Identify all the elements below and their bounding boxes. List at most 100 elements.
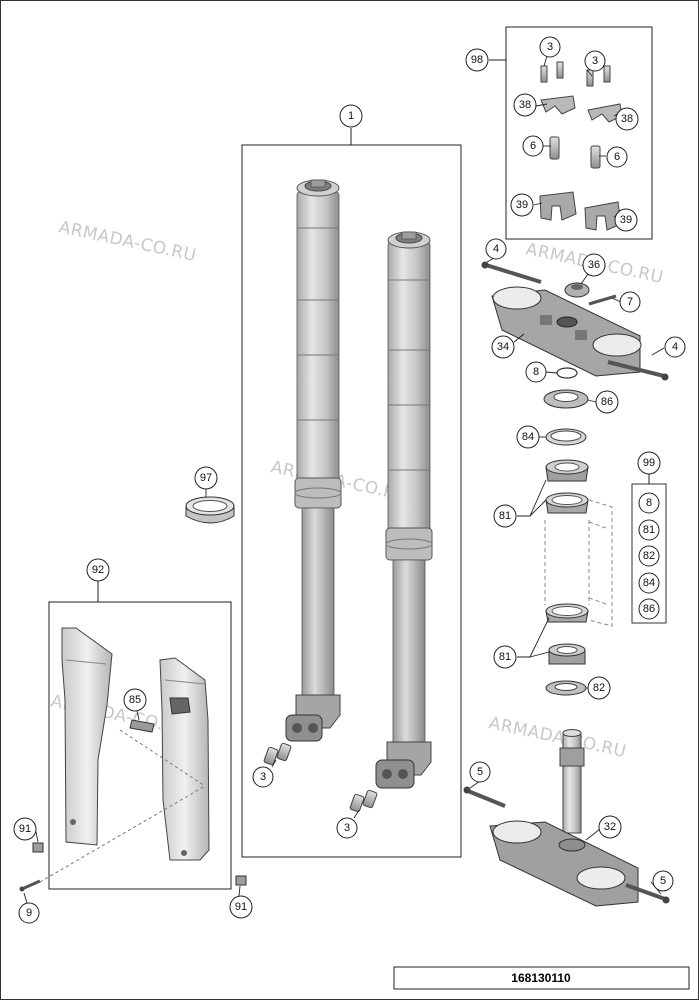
svg-text:84: 84 — [522, 431, 534, 443]
watermarks: ARMADA-CO.RU ARMADA-CO.RU ARMADA-CO.RU A… — [49, 217, 665, 762]
svg-text:82: 82 — [593, 682, 605, 694]
kit-item-8: 8 — [638, 492, 660, 514]
callout-97: 97 — [194, 466, 218, 490]
callout-5: 5 — [469, 761, 491, 783]
svg-text:8: 8 — [646, 497, 652, 509]
dashed-line — [119, 729, 206, 787]
svg-text:81: 81 — [643, 524, 655, 536]
callout-91: 91 — [229, 895, 253, 919]
clamp-screws-left — [263, 742, 292, 766]
svg-text:85: 85 — [129, 694, 141, 706]
svg-text:5: 5 — [660, 875, 666, 887]
lower-bearing — [545, 603, 589, 665]
watermark-text: ARMADA-CO.RU — [487, 713, 628, 762]
head-tube-outline — [544, 499, 613, 627]
guard-screws — [19, 842, 247, 892]
seal-ring-84 — [545, 428, 587, 446]
callout-5: 5 — [652, 870, 674, 892]
kit-item-86: 86 — [638, 598, 660, 620]
lower-clamp-bolts — [463, 786, 670, 904]
svg-text:32: 32 — [604, 821, 616, 833]
fork-leg-right — [375, 231, 433, 789]
callout-4: 4 — [485, 238, 507, 260]
svg-text:99: 99 — [643, 457, 655, 469]
callout-3: 3 — [539, 36, 561, 58]
callout-81: 81 — [493, 645, 517, 669]
clamp-screws-right — [349, 789, 378, 813]
svg-text:4: 4 — [493, 243, 499, 255]
svg-text:36: 36 — [588, 259, 600, 271]
callout-38: 38 — [615, 107, 639, 131]
callout-6: 6 — [522, 135, 544, 157]
leader-lines — [23, 55, 665, 904]
handlebar-clamp-parts — [539, 61, 623, 231]
callout-99: 99 — [637, 451, 661, 475]
callout-36: 36 — [582, 253, 606, 277]
svg-text:1: 1 — [348, 110, 354, 122]
kit-item-81: 81 — [638, 519, 660, 541]
fork-guard-box — [48, 601, 232, 890]
svg-text:81: 81 — [499, 651, 511, 663]
top-nut — [564, 282, 590, 298]
lower-triple-clamp — [489, 729, 639, 907]
callout-39: 39 — [614, 208, 638, 232]
document-number: 168130110 — [511, 971, 571, 985]
svg-text:3: 3 — [592, 55, 598, 67]
svg-text:6: 6 — [614, 151, 620, 163]
callout-1: 1 — [339, 104, 363, 128]
handlebar-clamp-box — [505, 26, 653, 240]
svg-text:9: 9 — [26, 907, 32, 919]
fork-guard-left — [61, 627, 113, 846]
svg-text:91: 91 — [235, 901, 247, 913]
svg-text:86: 86 — [601, 396, 613, 408]
svg-text:34: 34 — [497, 341, 509, 353]
dust-seal-86 — [543, 389, 589, 409]
svg-text:91: 91 — [19, 823, 31, 835]
kit-item-82: 82 — [638, 545, 660, 567]
svg-text:39: 39 — [516, 199, 528, 211]
svg-text:3: 3 — [547, 41, 553, 53]
callout-84: 84 — [516, 425, 540, 449]
callout-32: 32 — [598, 815, 622, 839]
callout-91: 91 — [13, 817, 37, 841]
svg-text:7: 7 — [627, 296, 633, 308]
svg-text:4: 4 — [672, 341, 678, 353]
svg-text:92: 92 — [92, 564, 104, 576]
callout-3: 3 — [252, 766, 274, 788]
svg-text:82: 82 — [643, 550, 655, 562]
o-ring — [556, 367, 578, 379]
lower-seal-82 — [545, 680, 587, 696]
kit-item-84: 84 — [638, 572, 660, 594]
callout-98: 98 — [465, 48, 489, 72]
svg-text:5: 5 — [477, 766, 483, 778]
callout-86: 86 — [595, 390, 619, 414]
dashed-line — [39, 785, 206, 883]
fork-leg-left — [285, 179, 342, 742]
svg-text:3: 3 — [344, 822, 350, 834]
callout-9: 9 — [18, 902, 40, 924]
svg-text:38: 38 — [621, 113, 633, 125]
guard-bracket-85 — [129, 719, 155, 733]
document-id-box: 168130110 — [393, 966, 690, 990]
callout-7: 7 — [619, 291, 641, 313]
callout-34: 34 — [491, 335, 515, 359]
svg-text:97: 97 — [200, 472, 212, 484]
callout-3: 3 — [336, 817, 358, 839]
svg-text:3: 3 — [260, 771, 266, 783]
svg-text:98: 98 — [471, 54, 483, 66]
upper-triple-clamp — [491, 286, 642, 377]
callout-92: 92 — [86, 558, 110, 582]
svg-text:84: 84 — [643, 577, 655, 589]
ring-nut-97 — [185, 496, 235, 524]
callout-38: 38 — [513, 93, 537, 117]
svg-text:6: 6 — [530, 140, 536, 152]
callout-4: 4 — [664, 336, 686, 358]
svg-text:86: 86 — [643, 603, 655, 615]
fork-guard-right — [159, 657, 210, 861]
svg-text:38: 38 — [519, 99, 531, 111]
callout-39: 39 — [510, 193, 534, 217]
callout-81: 81 — [493, 504, 517, 528]
svg-text:81: 81 — [499, 510, 511, 522]
upper-bearing — [545, 459, 589, 514]
